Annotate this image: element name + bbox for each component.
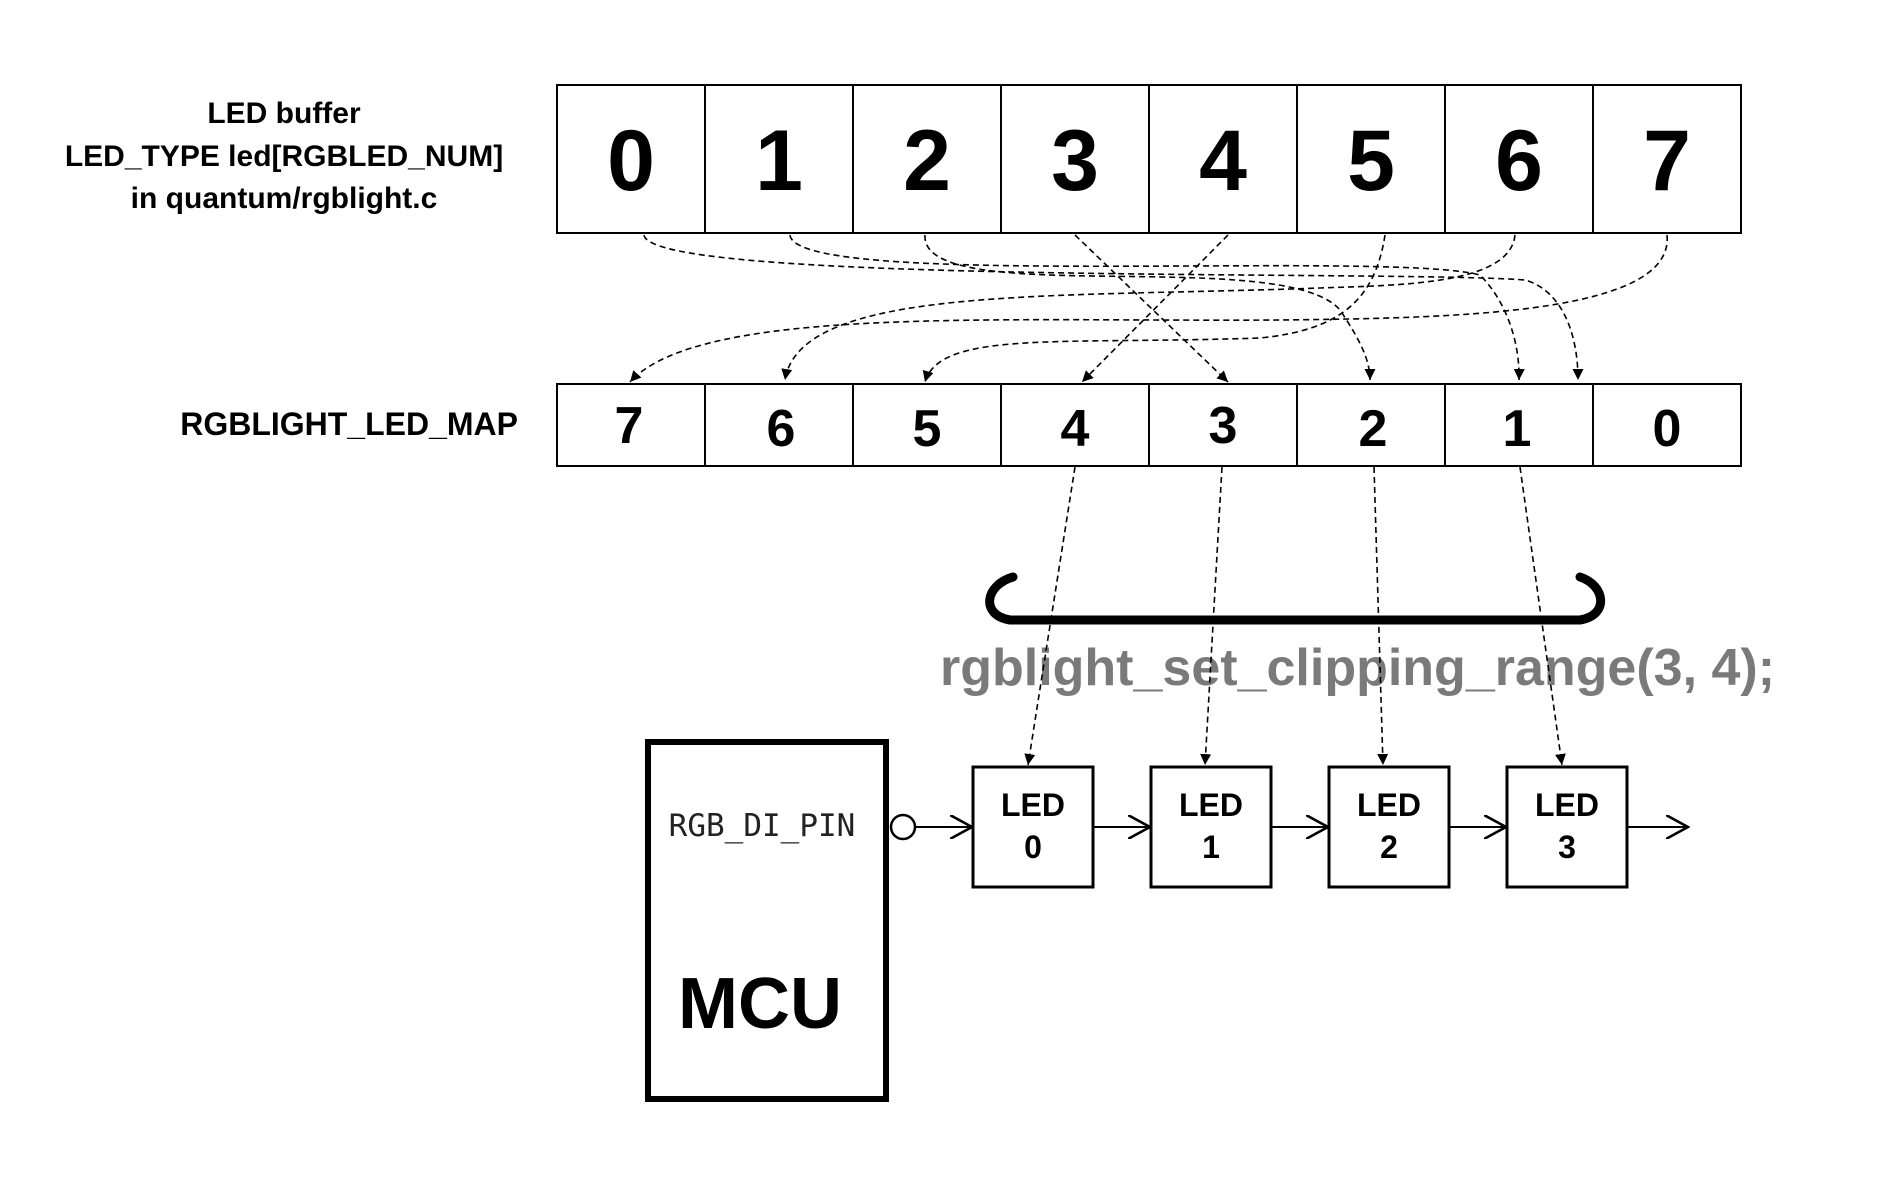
- buffer-cell-value: 0: [607, 113, 655, 209]
- map-cell-value: 0: [1653, 400, 1682, 458]
- led-box: [1149, 765, 1273, 889]
- map-arrow: [781, 234, 1516, 381]
- buffer-cell-value: 3: [1051, 113, 1099, 209]
- clipping-bracket: [985, 572, 1606, 625]
- map-cell-value: 3: [1209, 397, 1238, 455]
- led-2: LED 2: [1327, 765, 1451, 889]
- mcu-box: [645, 739, 889, 1102]
- buffer-cell-box: [1592, 84, 1742, 234]
- buffer-label-line1: LED buffer: [207, 97, 361, 130]
- buffer-cell-value: 4: [1199, 113, 1247, 209]
- led-chain: LED 0 LED 1 LED 2 LED 3: [971, 765, 1629, 889]
- led-map-row: 7 6 5 4 3 2 1 0: [556, 383, 1742, 467]
- map-cell-value: 7: [615, 397, 644, 455]
- buffer-to-map-arrows: [629, 234, 1668, 383]
- map-cell-value: 6: [767, 400, 796, 458]
- led-0: LED 0: [971, 765, 1095, 889]
- map-cell-value: 1: [1503, 400, 1532, 458]
- led-3: LED 3: [1505, 765, 1629, 889]
- led-box: [1327, 765, 1451, 889]
- map-cell-value: 2: [1359, 400, 1388, 458]
- map-to-led-arrows: [1024, 466, 1566, 766]
- led-label: LED: [1001, 787, 1065, 823]
- map-cell-value: 4: [1061, 400, 1090, 458]
- led-chain-wires: [889, 813, 1688, 841]
- led-label: LED: [1179, 787, 1243, 823]
- pin-circle-icon: [889, 813, 917, 841]
- led-arrow: [1519, 466, 1566, 766]
- map-cell-value: 5: [913, 400, 942, 458]
- buffer-label-line3: in quantum/rgblight.c: [131, 182, 438, 215]
- map-arrow: [629, 234, 1668, 383]
- buffer-cell-value: 7: [1643, 113, 1691, 209]
- map-arrow: [643, 234, 1584, 381]
- map-label: RGBLIGHT_LED_MAP: [180, 406, 518, 442]
- led-index: 1: [1202, 829, 1220, 865]
- buffer-cell-value: 1: [755, 113, 803, 209]
- buffer-cell-value: 2: [903, 113, 951, 209]
- buffer-label-line2: LED_TYPE led[RGBLED_NUM]: [65, 140, 503, 173]
- led-arrow: [1024, 466, 1076, 766]
- led-label: LED: [1535, 787, 1599, 823]
- map-arrow: [1074, 234, 1229, 383]
- led-1: LED 1: [1149, 765, 1273, 889]
- map-arrow: [922, 234, 1386, 383]
- map-arrow: [1081, 234, 1229, 383]
- map-cell-box: [1592, 383, 1742, 467]
- map-arrow: [789, 234, 1525, 381]
- led-index: 3: [1558, 829, 1576, 865]
- led-index: 2: [1380, 829, 1398, 865]
- clipping-range-call: rgblight_set_clipping_range(3, 4);: [940, 639, 1775, 697]
- led-box: [971, 765, 1095, 889]
- led-index: 0: [1024, 829, 1042, 865]
- led-box: [1505, 765, 1629, 889]
- map-arrow: [924, 234, 1376, 381]
- led-buffer-row: 0 1 2 3 4 5 6 7: [556, 84, 1742, 234]
- buffer-cell-value: 6: [1495, 113, 1543, 209]
- led-label: LED: [1357, 787, 1421, 823]
- buffer-cell-value: 5: [1347, 113, 1395, 209]
- buffer-label: LED buffer LED_TYPE led[RGBLED_NUM] in q…: [65, 97, 503, 215]
- rgb-di-pin-label: RGB_DI_PIN: [669, 808, 856, 844]
- mcu-label: MCU: [678, 964, 842, 1044]
- mcu-block: RGB_DI_PIN MCU: [645, 739, 889, 1102]
